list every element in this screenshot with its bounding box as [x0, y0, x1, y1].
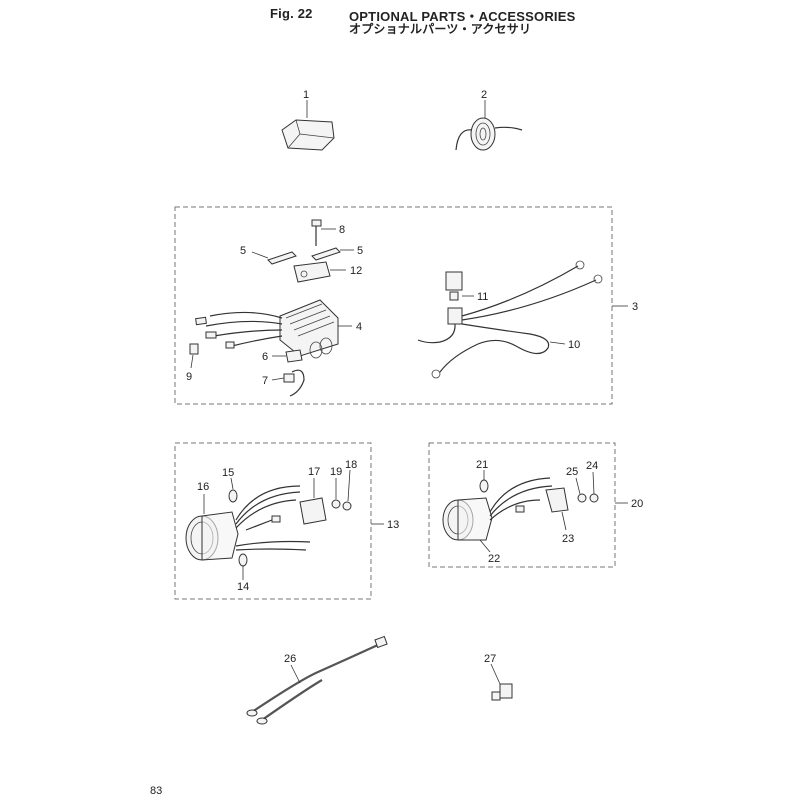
callout-12: 12: [350, 265, 362, 277]
part-2-spring: [455, 100, 523, 151]
callout-7: 7: [262, 375, 268, 387]
callout-25: 25: [566, 466, 578, 478]
part-8-bolt: [311, 219, 336, 246]
group-frame-3: [174, 206, 613, 405]
gauge-13-wires: [235, 485, 311, 551]
part-27-fitting: [490, 663, 513, 701]
callout-23: 23: [562, 533, 574, 545]
part-9-connector: [189, 343, 199, 369]
part-5-strip-right: [311, 247, 354, 261]
gauge-20-wires: [489, 477, 553, 521]
callout-6: 6: [262, 351, 268, 363]
callout-5-left: 5: [240, 245, 246, 257]
page-title-japanese: オプショナルパーツ・アクセサリ: [349, 22, 532, 36]
callout-3: 3: [632, 301, 638, 313]
part-23-bracket: [545, 487, 569, 531]
callout-18: 18: [345, 459, 357, 471]
part-10-harness: [417, 260, 603, 379]
part-15-bulb: [228, 477, 238, 503]
group-frame-13: [174, 442, 372, 600]
part-11-relay: [445, 271, 474, 301]
callout-26: 26: [284, 653, 296, 665]
callout-9: 9: [186, 371, 192, 383]
callout-1: 1: [303, 89, 309, 101]
part-5-strip-left: [251, 251, 297, 265]
part-6-pad: [272, 349, 303, 363]
callout-24: 24: [586, 460, 598, 472]
callout-27: 27: [484, 653, 496, 665]
part-12-bracket: [293, 261, 346, 283]
callout-19: 19: [330, 466, 342, 478]
callout-4: 4: [356, 321, 362, 333]
part-22-gauge: [442, 497, 493, 553]
part-25-washer: [575, 477, 587, 503]
callout-21: 21: [476, 459, 488, 471]
callout-2: 2: [481, 89, 487, 101]
part-19-washer: [331, 478, 341, 509]
callout-20: 20: [631, 498, 643, 510]
callout-13: 13: [387, 519, 399, 531]
part-7-clamp: [271, 369, 305, 397]
part-18-nut: [342, 469, 352, 511]
callout-14: 14: [237, 581, 249, 593]
callout-10: 10: [568, 339, 580, 351]
part-1-pouch: [281, 100, 335, 151]
part-4-regulator: [195, 299, 352, 359]
part-14-bulb: [238, 553, 248, 580]
part-24-nut: [589, 471, 599, 503]
part-26-cable: [246, 635, 388, 725]
group-frame-20: [428, 442, 616, 568]
callout-16: 16: [197, 481, 209, 493]
callout-11: 11: [477, 291, 488, 303]
part-17-bracket: [299, 478, 327, 525]
part-21-bulb: [479, 470, 489, 493]
part-16-gauge: [185, 494, 239, 561]
page-number: 83: [150, 785, 163, 797]
callout-15: 15: [222, 467, 234, 479]
callout-17: 17: [308, 466, 320, 478]
callout-22: 22: [488, 553, 500, 565]
callout-5-right: 5: [357, 245, 363, 257]
figure-label: Fig. 22: [270, 6, 313, 21]
callout-8: 8: [339, 224, 345, 236]
page-title: OPTIONAL PARTS・ACCESSORIES: [349, 9, 576, 24]
